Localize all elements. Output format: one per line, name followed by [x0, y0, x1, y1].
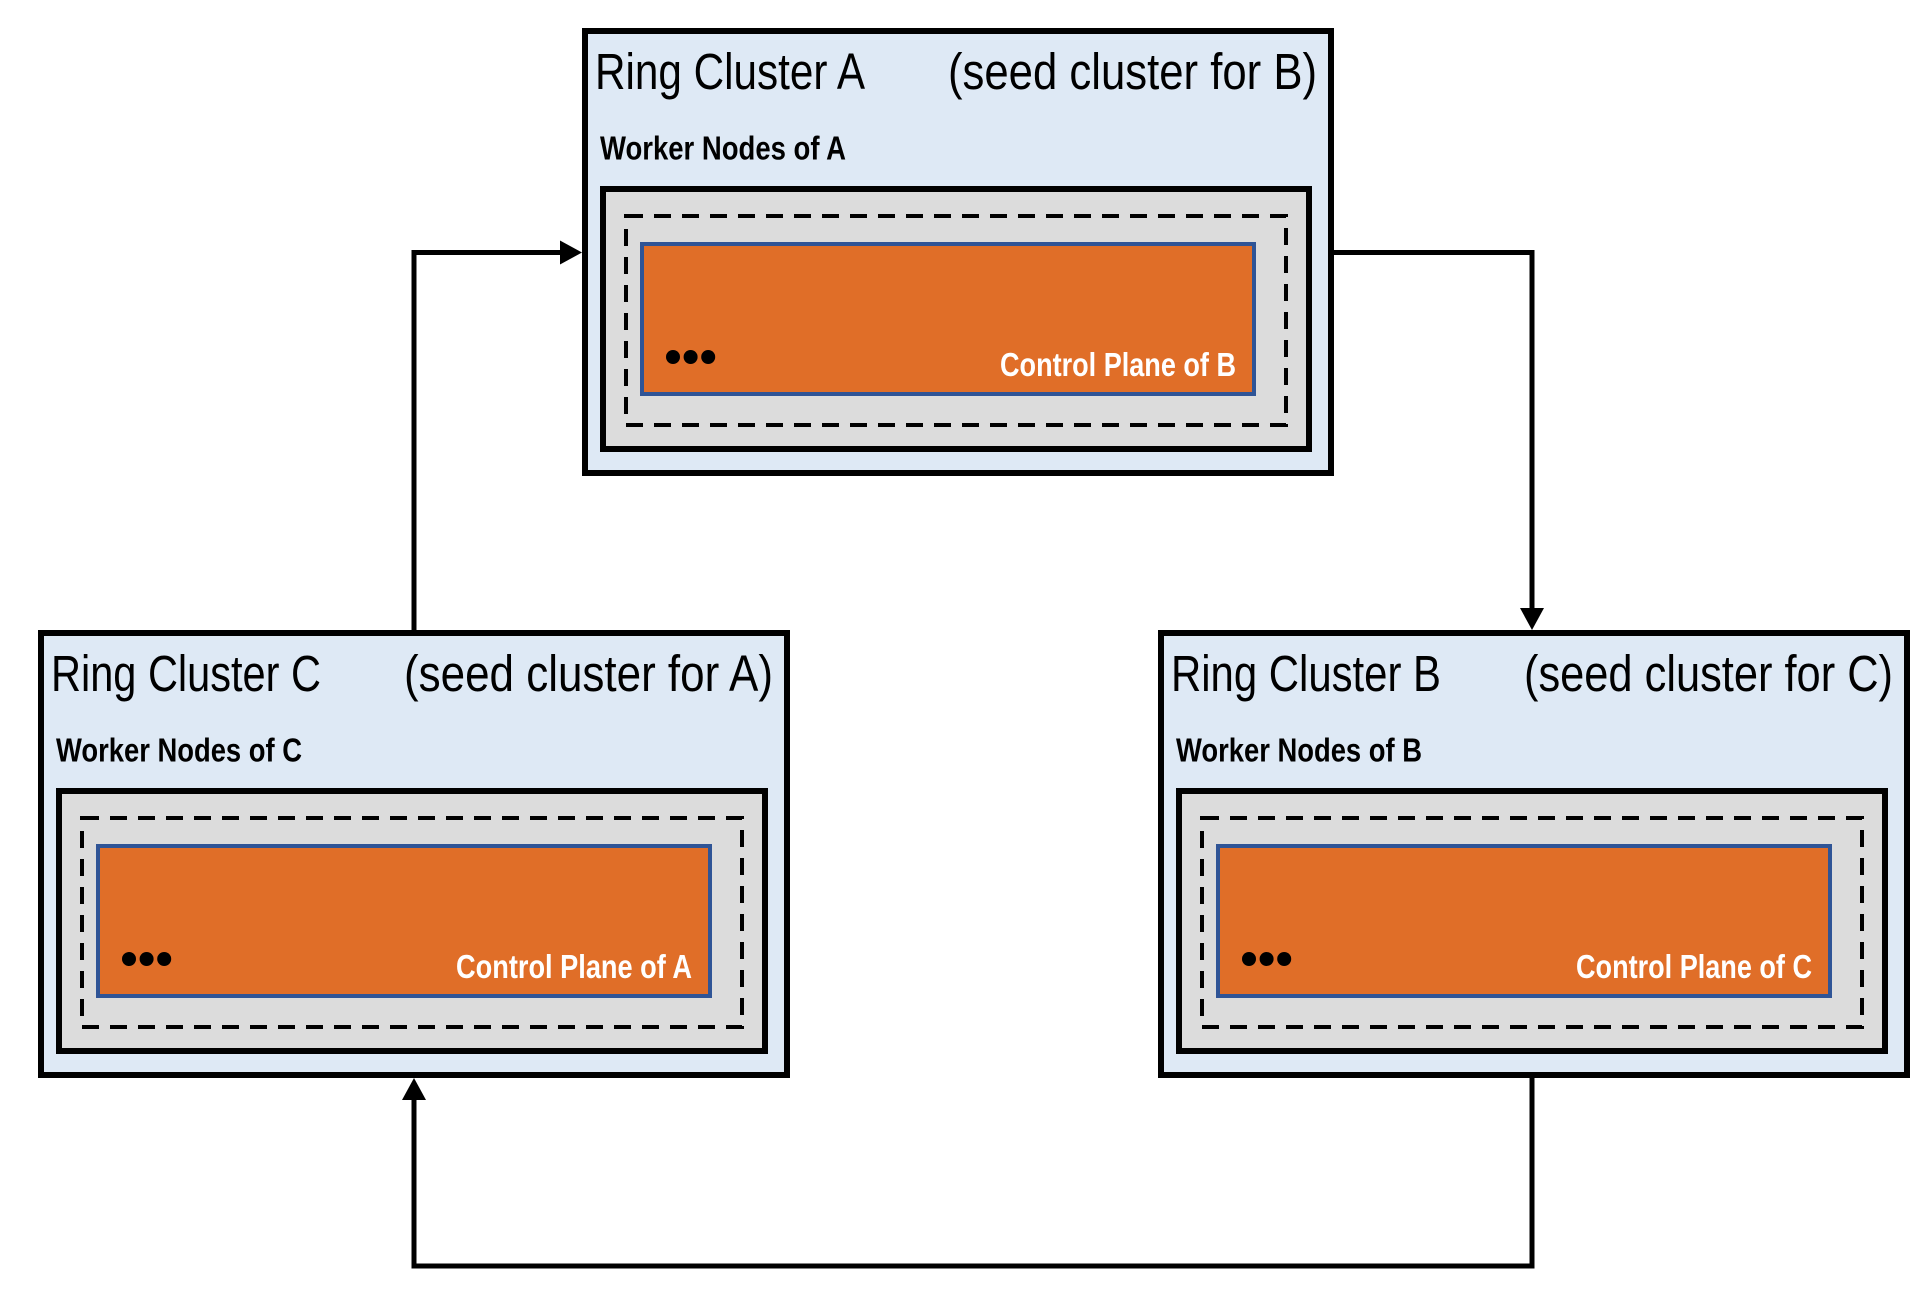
svg-text:Worker Nodes of B: Worker Nodes of B [1176, 732, 1422, 769]
svg-text:Control Plane of C: Control Plane of C [1576, 948, 1812, 985]
svg-text:Worker Nodes of A: Worker Nodes of A [600, 130, 846, 167]
svg-text:(seed cluster for A): (seed cluster for A) [404, 645, 773, 702]
svg-text:Ring Cluster C: Ring Cluster C [51, 645, 321, 702]
svg-text:Control Plane of A: Control Plane of A [456, 948, 692, 985]
svg-text:(seed cluster for C): (seed cluster for C) [1524, 645, 1893, 702]
svg-text:Ring Cluster A: Ring Cluster A [595, 43, 865, 100]
svg-text:Worker Nodes of C: Worker Nodes of C [56, 732, 302, 769]
svg-text:Control Plane of B: Control Plane of B [1000, 346, 1236, 383]
svg-text:(seed cluster for B): (seed cluster for B) [948, 43, 1317, 100]
svg-text:Ring Cluster B: Ring Cluster B [1171, 645, 1441, 702]
